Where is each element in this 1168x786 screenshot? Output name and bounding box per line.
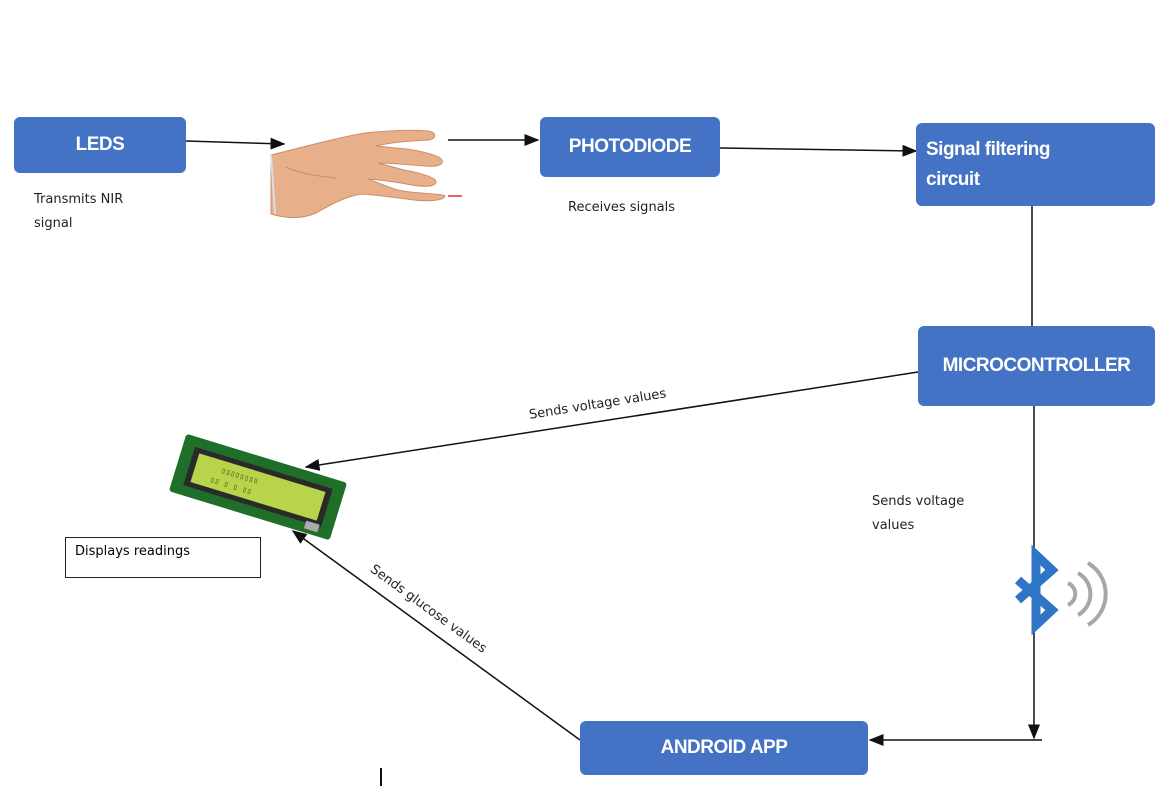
edge-app-to-lcd xyxy=(291,530,581,741)
photodiode-caption: Receives signals xyxy=(568,200,676,215)
filter-label-line2: circuit xyxy=(926,168,980,190)
android-app-label: ANDROID APP xyxy=(660,737,788,758)
leds-caption: Transmits NIR signal xyxy=(34,192,124,231)
edge-leds-to-hand xyxy=(185,137,286,150)
filter-box: Signal filtering circuit xyxy=(916,123,1155,206)
lcd-caption-box: Displays readings xyxy=(65,537,261,578)
leds-box: LEDS xyxy=(14,117,186,173)
bluetooth-caption: Sends voltage values xyxy=(872,494,965,533)
microcontroller-box: MICROCONTROLLER xyxy=(918,326,1155,406)
lcd-display-icon: ▯▯▯▯▯▯▯▯ ▯▯ ▯ ▯ ▯▯ xyxy=(169,434,347,540)
microcontroller-label: MICROCONTROLLER xyxy=(942,355,1131,376)
edge-mcu-to-lcd xyxy=(304,371,919,471)
photodiode-box: PHOTODIODE xyxy=(540,117,720,177)
lcd-caption: Displays readings xyxy=(75,544,190,559)
edge-photodiode-to-filter xyxy=(719,144,918,157)
filter-label-line1: Signal filtering xyxy=(926,138,1050,160)
leds-label: LEDS xyxy=(75,134,125,155)
hand-image xyxy=(270,129,446,219)
photodiode-label: PHOTODIODE xyxy=(568,136,692,157)
bluetooth-icon xyxy=(1015,544,1108,636)
android-app-box: ANDROID APP xyxy=(580,721,868,775)
